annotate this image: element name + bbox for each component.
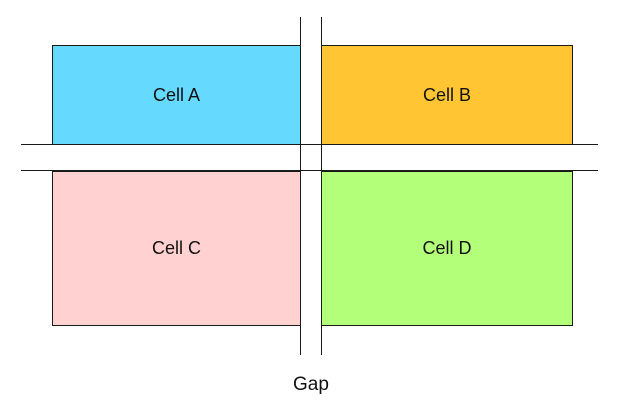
column-gap-guide-right [321,17,322,355]
cell-c: Cell C [52,171,301,326]
cell-b: Cell B [321,45,573,145]
cell-d: Cell D [321,171,573,326]
row-gap-guide-top [21,144,598,145]
column-gap-guide-left [300,17,301,355]
cell-a: Cell A [52,45,301,145]
row-gap-guide-bottom [21,170,598,171]
gap-caption: Gap [293,374,329,395]
